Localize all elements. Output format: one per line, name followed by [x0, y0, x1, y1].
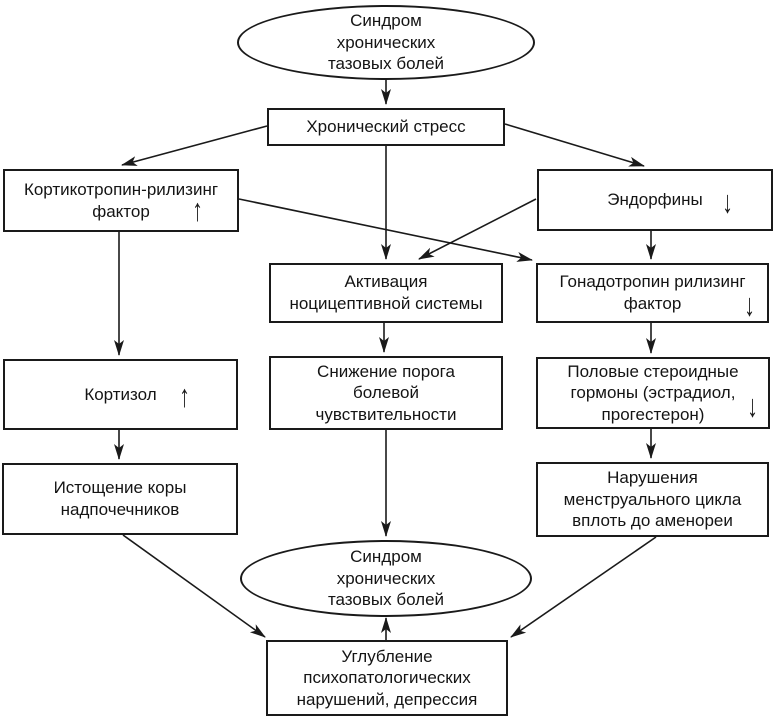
- down-trend-icon: ↓: [722, 185, 733, 220]
- node-endorphins: Эндорфины ↓: [537, 169, 773, 231]
- node-label-line: Кортизол: [84, 384, 157, 404]
- edge-menstrual-to-depression: [510, 536, 657, 638]
- node-label-line: Снижение порога: [317, 361, 455, 381]
- edge-stress-to-crf: [121, 125, 268, 166]
- node-label-line: фактор: [92, 201, 150, 221]
- node-sex-steroid-hormones: Половые стероидные гормоны (эстрадиол, п…: [536, 357, 770, 429]
- node-label-line: Нарушения: [607, 468, 698, 488]
- node-label-line: гормоны (эстрадиол,: [570, 383, 736, 403]
- node-chronic-pelvic-pain-syndrome-bottom: Синдром хронических тазовых болей: [240, 540, 532, 617]
- node-label-line: вплоть до аменореи: [572, 511, 733, 531]
- edge-adrenal-to-depression: [122, 534, 266, 638]
- node-label-line: Синдром: [350, 547, 422, 567]
- node-label-line: ноцицептивной системы: [289, 294, 483, 313]
- up-trend-icon: ↑: [192, 193, 203, 228]
- node-label-line: Кортикотропин-рилизинг: [23, 179, 219, 199]
- node-label-line: тазовых болей: [327, 54, 445, 74]
- node-label-line: психопатологических: [303, 668, 471, 688]
- edge-endorphins-to-nociceptive: [418, 198, 537, 260]
- node-label-line: Активация: [344, 272, 428, 292]
- down-trend-icon: ↓: [747, 389, 758, 424]
- node-psychopathological-disorders-depression: Углубление психопатологических нарушений…: [266, 640, 508, 716]
- up-trend-icon: ↑: [179, 379, 190, 414]
- node-corticotropin-releasing-factor: Кортикотропин-рилизинг фактор ↑: [3, 169, 239, 232]
- node-label-line: надпочечников: [60, 500, 180, 519]
- node-label-line: хронических: [336, 568, 436, 588]
- edge-crf-to-gnrh: [238, 198, 533, 262]
- node-label-line: фактор: [623, 294, 682, 313]
- node-chronic-pelvic-pain-syndrome-top: Синдром хронических тазовых болей: [237, 5, 535, 80]
- node-label-line: чувствительности: [315, 404, 457, 424]
- node-nociceptive-system-activation: Активация ноцицептивной системы: [269, 263, 503, 323]
- node-label-line: менструального цикла: [563, 489, 742, 509]
- node-label-line: тазовых болей: [327, 590, 445, 610]
- node-label-line: Синдром: [350, 11, 422, 31]
- node-label-line: Половые стероидные: [567, 361, 739, 381]
- edge-stress-to-endorphins: [504, 123, 645, 167]
- node-label-line: Хронический стресс: [306, 117, 466, 137]
- node-menstrual-cycle-disorders: Нарушения менструального цикла вплоть до…: [536, 462, 769, 537]
- node-pain-threshold-decrease: Снижение порога болевой чувствительности: [269, 356, 503, 430]
- node-label-line: нарушений, депрессия: [296, 689, 478, 709]
- node-label-line: Истощение коры: [53, 478, 187, 498]
- node-adrenal-cortex-exhaustion: Истощение коры надпочечников: [2, 463, 238, 535]
- down-trend-icon: ↓: [744, 288, 755, 323]
- node-chronic-stress: Хронический стресс: [267, 108, 505, 146]
- node-label-line: хронических: [336, 32, 436, 52]
- node-label-line: Гонадотропин рилизинг: [559, 272, 746, 292]
- node-gonadotropin-releasing-factor: Гонадотропин рилизинг фактор ↓: [536, 263, 769, 323]
- node-label-line: прогестерон): [601, 404, 705, 424]
- node-label-line: Эндорфины: [607, 190, 703, 210]
- node-label-line: болевой: [353, 383, 419, 403]
- node-cortisol: Кортизол ↑: [3, 359, 238, 430]
- node-label-line: Углубление: [341, 646, 433, 666]
